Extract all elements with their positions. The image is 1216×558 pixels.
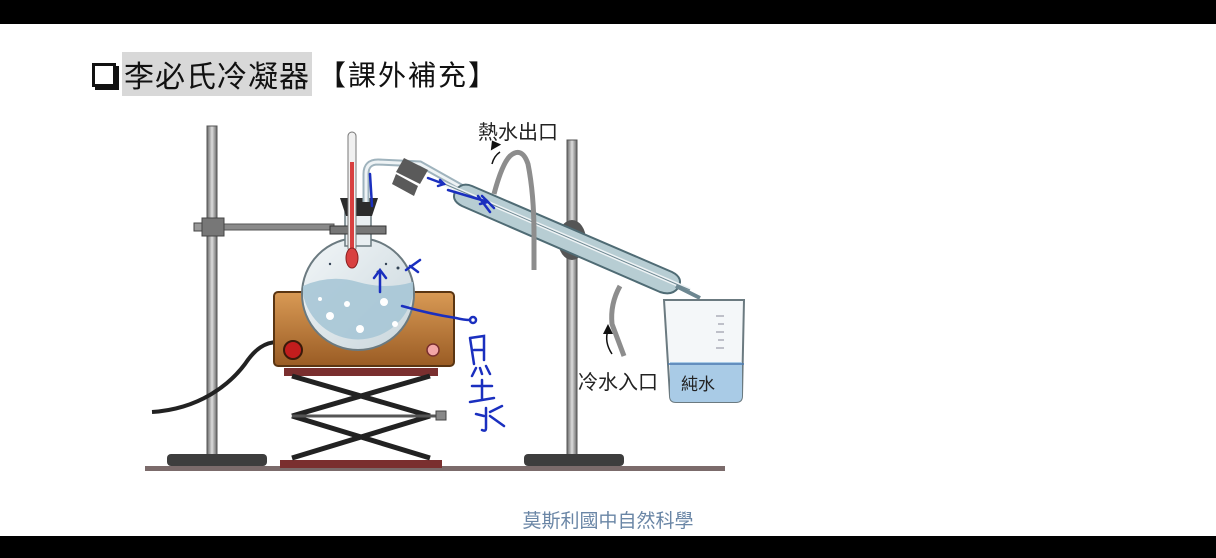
pure-water-label: 純水 xyxy=(681,375,715,395)
slide: 李必氏冷凝器 【課外補充】 xyxy=(0,24,1216,536)
handwritten-note-graphic xyxy=(468,334,506,432)
distillation-apparatus-diagram xyxy=(145,125,746,471)
slide-title: 李必氏冷凝器 【課外補充】 xyxy=(92,52,499,96)
footer-credit: 莫斯利國中自然科學 xyxy=(522,510,694,532)
beaker xyxy=(662,299,746,403)
heater-power-cord xyxy=(151,340,279,414)
cold-water-hose xyxy=(609,284,627,357)
hot-water-outlet-label: 熱水出口 xyxy=(478,120,558,144)
flask-clamp xyxy=(329,225,387,235)
handwritten-annotations xyxy=(368,172,496,325)
table-surface xyxy=(145,466,725,471)
hot-water-hose xyxy=(491,149,537,270)
title-main: 李必氏冷凝器 xyxy=(122,52,312,96)
heater-indicator-light-icon xyxy=(426,343,440,357)
right-retort-stand xyxy=(524,139,624,466)
title-extra: 【課外補充】 xyxy=(318,59,499,92)
heater-knob-icon xyxy=(283,340,303,360)
lab-jack xyxy=(280,368,447,468)
hot-water-arrow-icon xyxy=(491,151,501,165)
left-retort-stand xyxy=(167,125,335,466)
thermometer xyxy=(345,131,359,269)
cold-water-inlet-label: 冷水入口 xyxy=(578,370,658,394)
checkbox-bullet-icon xyxy=(92,63,116,87)
